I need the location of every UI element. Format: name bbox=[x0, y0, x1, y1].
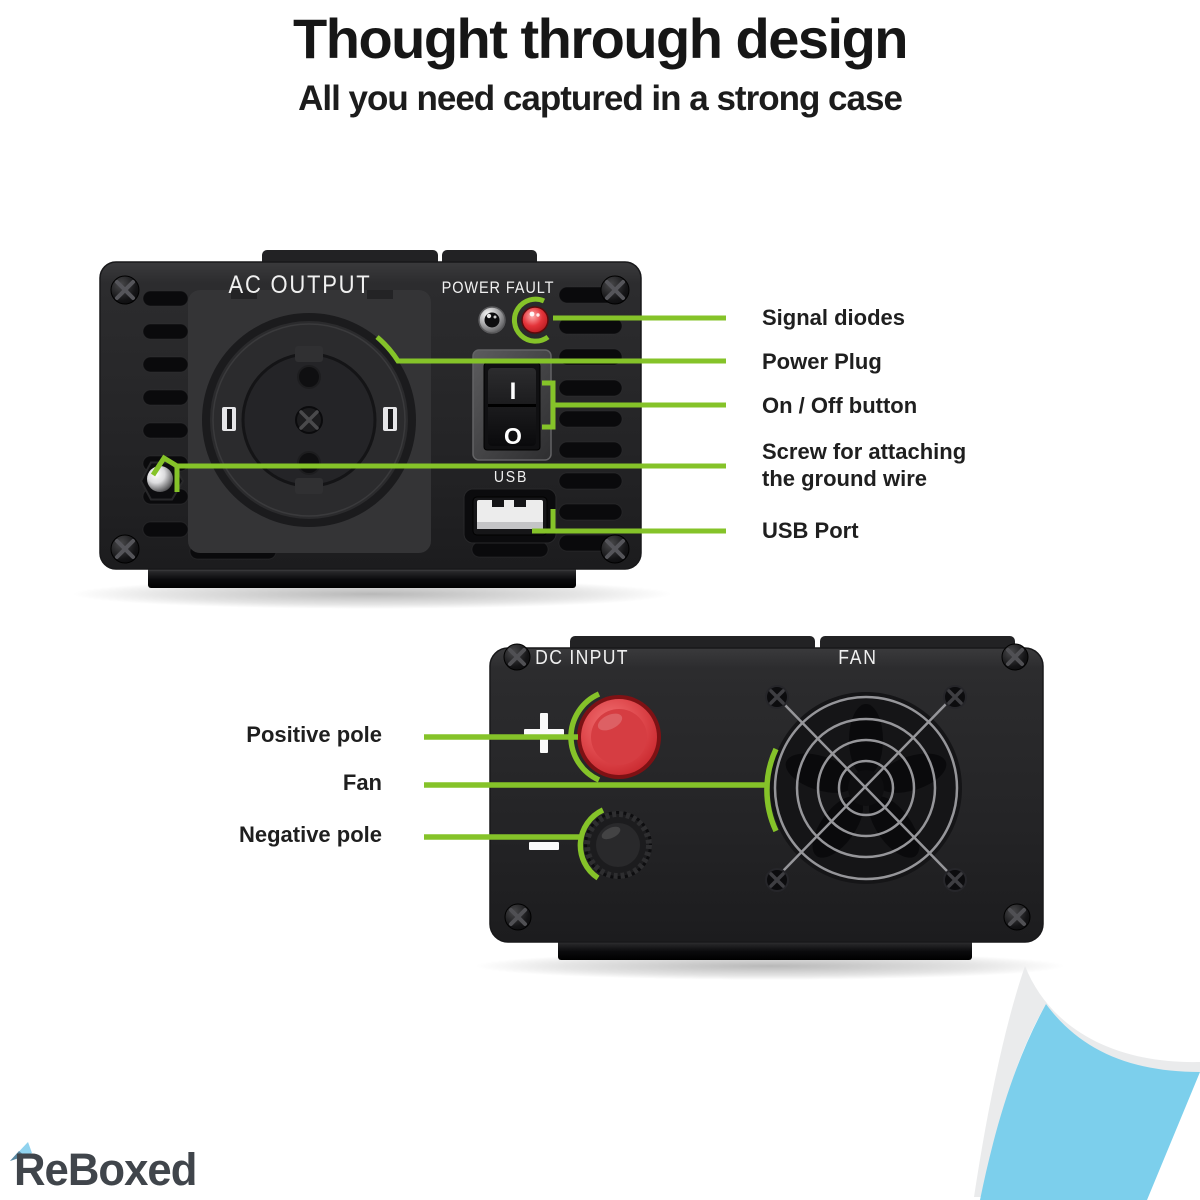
power-switch: I O bbox=[472, 349, 552, 461]
usb-port bbox=[463, 488, 557, 544]
ac-output-label: AC OUTPUT bbox=[228, 271, 372, 299]
negative-terminal bbox=[584, 811, 652, 879]
callout-fan: Fan bbox=[342, 770, 382, 795]
page-subtitle: All you need captured in a strong case bbox=[298, 79, 903, 118]
callout-on-off-button: On / Off button bbox=[762, 393, 918, 418]
fan-screw-icon bbox=[765, 685, 967, 892]
socket-pin-hole bbox=[297, 451, 321, 475]
callout-line-fan bbox=[424, 747, 779, 833]
fan-panel-label: FAN bbox=[838, 647, 878, 669]
usb-label: USB bbox=[493, 469, 529, 486]
page-curl-edge bbox=[974, 966, 1200, 1197]
front-panel-device: I O bbox=[72, 250, 672, 609]
minus-marking bbox=[529, 842, 559, 850]
callout-line-on-off bbox=[542, 380, 726, 430]
callout-line-usb bbox=[532, 509, 726, 534]
rear-device-stand bbox=[558, 938, 972, 960]
page-curl-face bbox=[980, 1004, 1200, 1200]
callout-line-power-plug bbox=[375, 335, 726, 364]
socket-center-screw-icon bbox=[295, 406, 323, 434]
ac-socket bbox=[188, 290, 431, 553]
switch-off-marking: O bbox=[504, 423, 522, 449]
callout-ground-screw: Screw for attaching the ground wire bbox=[762, 439, 967, 491]
fault-led-icon bbox=[521, 306, 549, 334]
callout-usb-port: USB Port bbox=[762, 518, 859, 543]
fan-grille bbox=[765, 685, 967, 892]
callout-line-negative bbox=[424, 807, 605, 881]
front-device-stand bbox=[148, 566, 576, 588]
callout-line-signal-diodes bbox=[511, 296, 726, 344]
socket-pin-hole bbox=[297, 365, 321, 389]
corner-screw-icon bbox=[503, 643, 1031, 931]
callout-signal-diodes: Signal diodes bbox=[762, 305, 906, 330]
switch-on-marking: I bbox=[510, 378, 517, 405]
callout-positive-pole: Positive pole bbox=[246, 722, 382, 747]
page-curl bbox=[974, 966, 1200, 1200]
dc-input-label: DC INPUT bbox=[535, 647, 629, 669]
brand-logo: ReBoxed bbox=[14, 1144, 197, 1195]
callout-lines bbox=[150, 296, 779, 881]
callout-negative-pole: Negative pole bbox=[238, 822, 382, 847]
corner-screw-icon bbox=[110, 275, 630, 564]
callout-line-positive bbox=[424, 691, 601, 783]
status-led-icon bbox=[478, 306, 506, 334]
callout-line-ground-screw bbox=[150, 454, 726, 492]
logo-fold-icon bbox=[10, 1142, 32, 1161]
positive-terminal bbox=[577, 695, 661, 779]
page-title: Thought through design bbox=[293, 7, 908, 70]
callout-power-plug: Power Plug bbox=[762, 349, 882, 374]
power-fault-label: POWER FAULT bbox=[441, 279, 555, 297]
